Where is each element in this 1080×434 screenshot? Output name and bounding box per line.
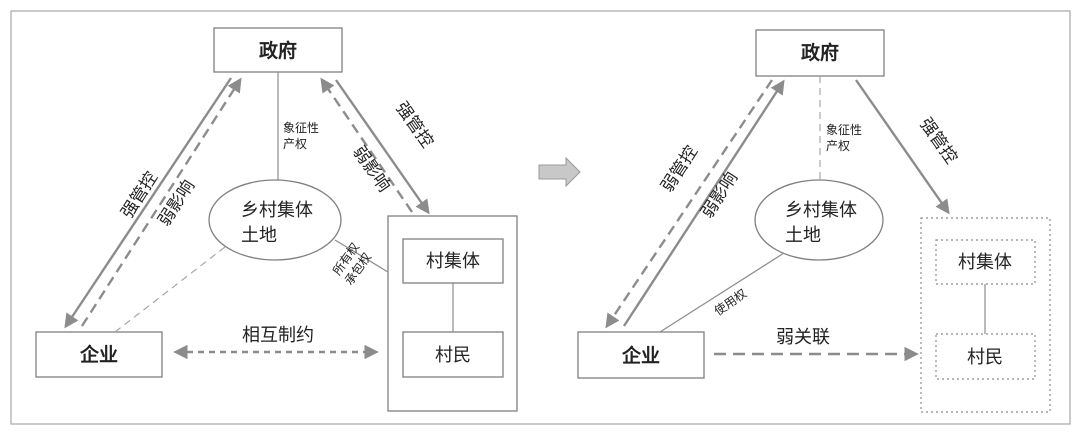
right-symbolic-rights-line1: 象征性 xyxy=(826,123,862,137)
left-collective-label: 村集体 xyxy=(426,251,480,272)
right-enterprise-label: 企业 xyxy=(621,344,660,367)
transition-arrow xyxy=(538,156,581,188)
right-gov-village-solid-arrow xyxy=(855,79,950,215)
right-diagram: 政府 象征性 产权 乡村集体 土地 企业 使用权 弱管控 弱影响 强管控 村集体… xyxy=(577,29,1051,413)
right-villagers-label: 村民 xyxy=(967,347,1003,368)
left-diagram: 政府 象征性 产权 乡村集体 土地 企业 强管控 弱影响 村集体 村民 强管控 … xyxy=(35,27,518,412)
right-government-label: 政府 xyxy=(801,41,839,64)
right-land-label-line1: 乡村集体 xyxy=(785,200,857,221)
right-symbolic-rights-line2: 产权 xyxy=(826,139,850,153)
left-gov-village-dashed-arrow xyxy=(320,77,413,213)
right-enterprise-gov-dashed-arrow xyxy=(605,79,773,329)
right-use-rights-label: 使用权 xyxy=(711,286,749,319)
left-villagers-box xyxy=(402,331,504,378)
left-strong-control-label-2: 强管控 xyxy=(391,99,437,152)
right-weak-influence-label: 弱影响 xyxy=(698,168,743,222)
right-land-label-line2: 土地 xyxy=(785,225,821,246)
left-land-ellipse xyxy=(208,179,342,261)
left-enterprise-box xyxy=(35,331,163,378)
left-government-label: 政府 xyxy=(259,39,297,62)
left-land-label-line1: 乡村集体 xyxy=(241,200,313,221)
left-symbolic-rights-line1: 象征性 xyxy=(283,121,319,135)
right-weak-link-label: 弱关联 xyxy=(776,327,830,348)
right-villagers-box xyxy=(935,333,1036,380)
right-land-ellipse xyxy=(754,179,884,261)
right-weak-control-label: 弱管控 xyxy=(658,142,703,196)
left-mutual-constraint-label: 相互制约 xyxy=(242,325,314,346)
outer-frame xyxy=(10,10,1071,425)
left-villagers-label: 村民 xyxy=(435,345,471,366)
right-collective-box xyxy=(935,239,1036,285)
left-land-village-line xyxy=(334,239,389,273)
left-gov-village-solid-arrow xyxy=(335,79,430,215)
left-enterprise-gov-dashed-arrow xyxy=(80,77,242,327)
right-land-enterprise-line xyxy=(659,252,785,333)
right-strong-control-label: 强管控 xyxy=(915,115,961,168)
right-enterprise-gov-solid-arrow xyxy=(622,79,785,327)
right-collective-label: 村集体 xyxy=(958,252,1012,273)
left-enterprise-gov-solid-arrow xyxy=(64,77,232,329)
left-land-enterprise-dashed xyxy=(114,246,226,333)
right-enterprise-box xyxy=(577,331,705,379)
left-land-label-line2: 土地 xyxy=(241,225,277,246)
left-weak-influence-label-2: 弱影响 xyxy=(348,143,394,196)
left-enterprise-label: 企业 xyxy=(79,343,118,366)
left-symbolic-rights-line2: 产权 xyxy=(283,137,307,151)
right-government-box xyxy=(755,29,885,77)
left-collective-box xyxy=(402,238,504,284)
